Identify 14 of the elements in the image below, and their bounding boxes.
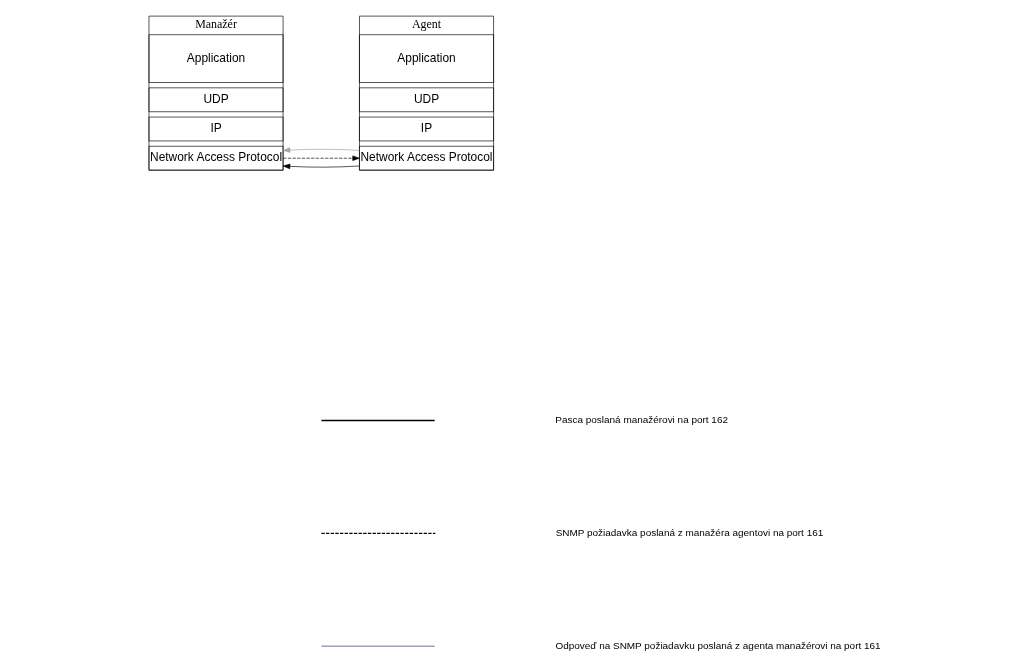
legend-label: Pasca poslaná manažérovi na port 162 — [554, 413, 728, 425]
node-box: IP — [358, 116, 494, 142]
node-box: Application — [358, 34, 494, 83]
node-box: Application — [148, 34, 283, 83]
node-box: IP — [148, 116, 283, 142]
node-box: Network Access Protocol — [148, 145, 283, 171]
node-box: UDP — [148, 87, 283, 113]
arrow — [282, 163, 360, 169]
arrow — [282, 155, 360, 161]
node-box: Network Access Protocol — [358, 145, 494, 171]
legend-label: Odpoveď na SNMP požiadavku poslaná z agenta manažérovi na port 161 — [554, 639, 881, 651]
legend-label: SNMP požiadavka poslaná z manažéra agentovi na port 161 — [555, 526, 823, 538]
node-box: UDP — [358, 87, 494, 113]
arrow — [282, 147, 360, 153]
